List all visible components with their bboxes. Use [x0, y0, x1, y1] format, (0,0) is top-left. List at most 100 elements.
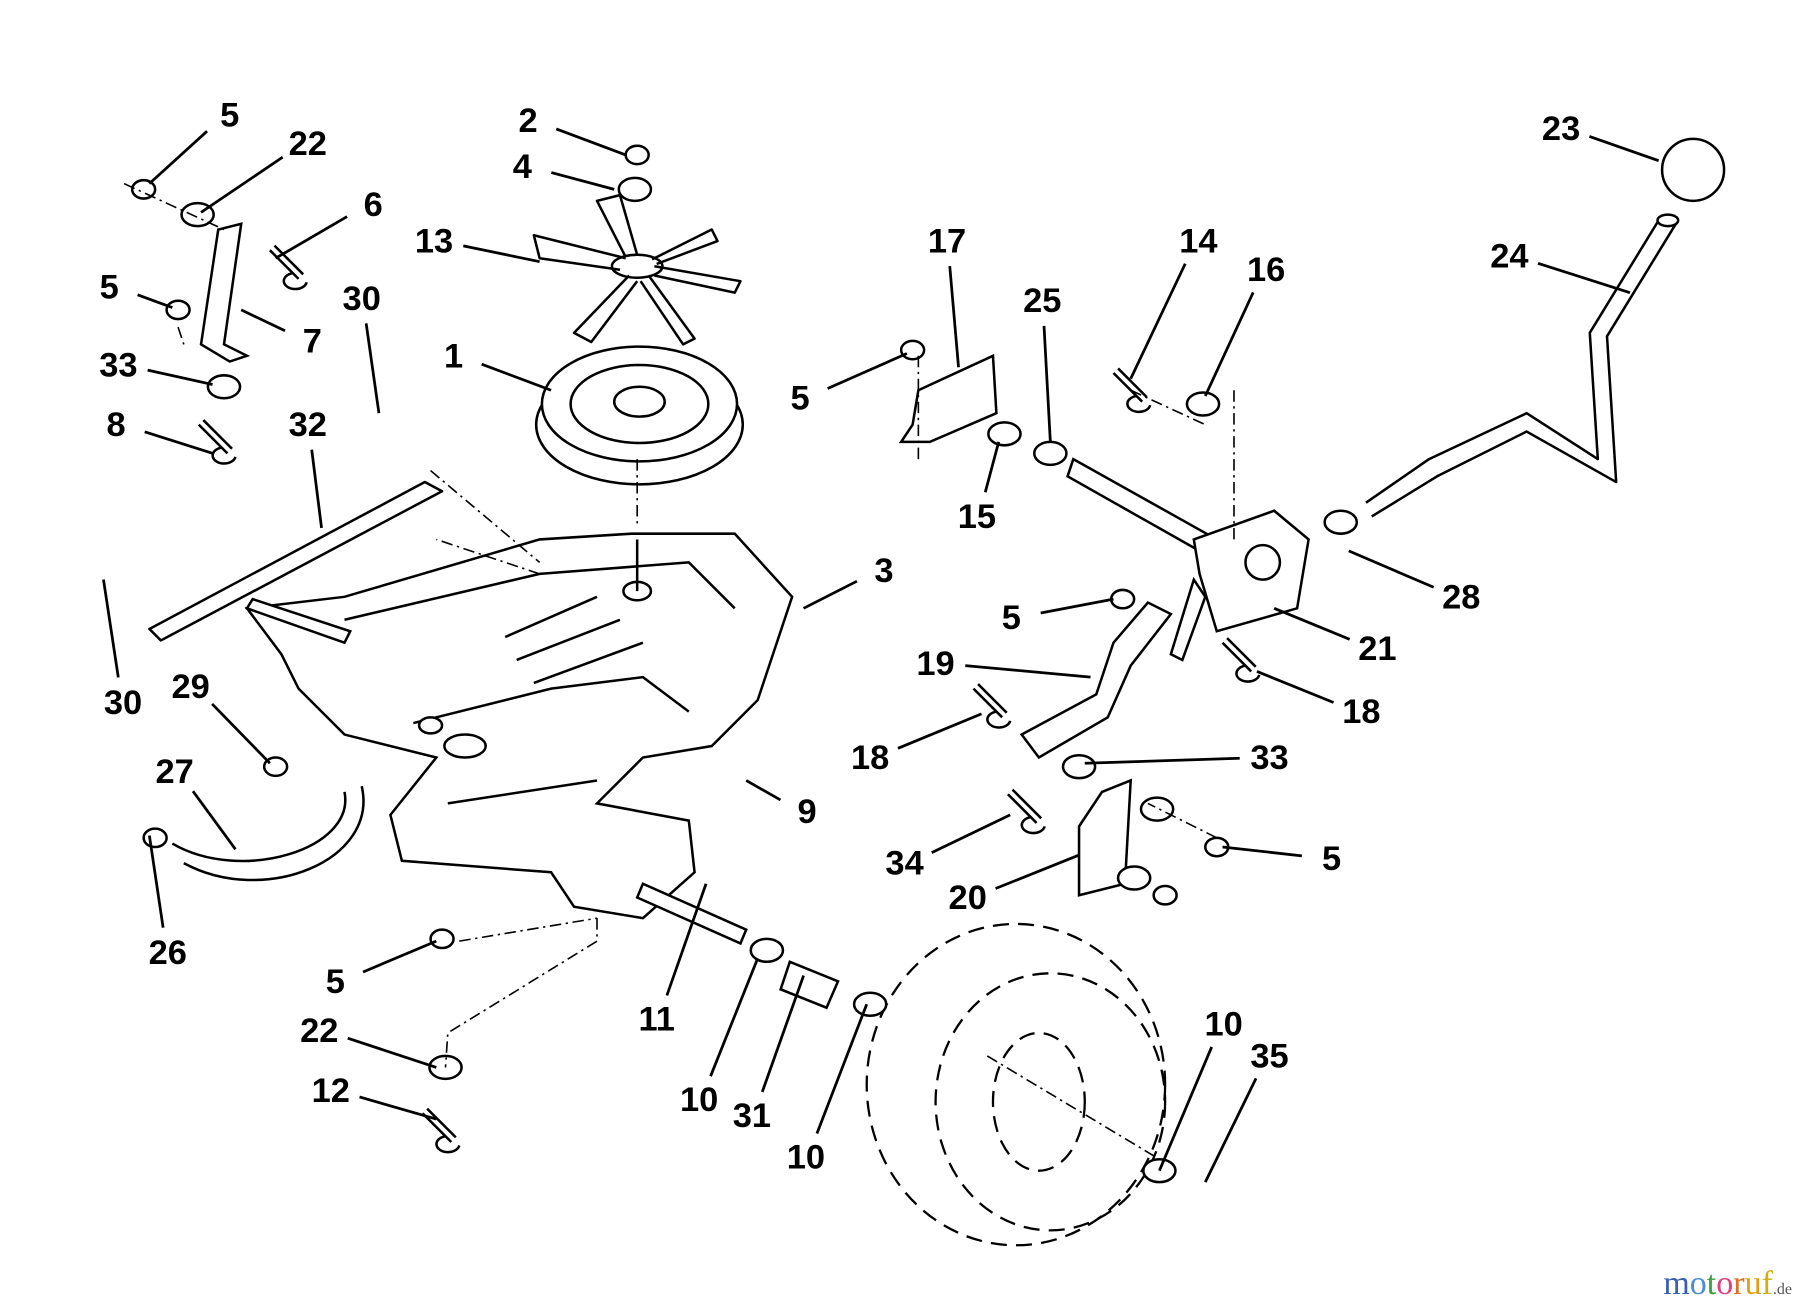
leader-line: [1042, 325, 1052, 442]
transaxle-part: [244, 532, 794, 946]
washer-part: [1185, 391, 1221, 417]
washer-part: [987, 421, 1022, 447]
leader-line: [310, 449, 323, 529]
washer-part: [1116, 865, 1152, 891]
bracket-20-part: [1077, 778, 1133, 897]
callout-label-23: 23: [1542, 110, 1580, 148]
callout-label-18: 18: [1342, 693, 1380, 731]
rod-32-part: [148, 480, 444, 642]
leader-line: [102, 579, 120, 678]
callout-label-28: 28: [1442, 578, 1480, 616]
washer-part: [617, 176, 653, 203]
leader-line: [147, 368, 213, 386]
leader-line: [1588, 135, 1660, 162]
leader-line: [1348, 549, 1435, 589]
leader-line: [347, 1036, 437, 1069]
leader-line: [1204, 291, 1255, 397]
callout-label-14: 14: [1179, 223, 1217, 261]
callout-label-24: 24: [1490, 237, 1528, 275]
callout-label-22: 22: [300, 1012, 338, 1050]
washer-part: [1033, 440, 1068, 467]
leader-line: [1256, 670, 1335, 704]
callout-label-21: 21: [1358, 630, 1396, 668]
callout-label-27: 27: [155, 753, 193, 791]
leader-line: [200, 156, 284, 214]
washer-part: [1061, 753, 1097, 780]
callout-label-11: 11: [638, 1001, 674, 1039]
leader-line: [550, 171, 615, 191]
leader-line: [274, 215, 348, 260]
callout-label-15: 15: [958, 498, 996, 536]
callout-label-30: 30: [104, 684, 142, 722]
leader-line: [1222, 845, 1303, 858]
callout-label-5: 5: [326, 963, 345, 1001]
washer-part: [749, 937, 785, 964]
leader-line: [827, 352, 908, 390]
callout-label-17: 17: [928, 223, 966, 261]
assembly-lines: [123, 182, 1235, 1068]
bar-7-part: [199, 222, 251, 363]
motoruf-watermark-logo: motoruf.de: [1663, 1265, 1792, 1303]
leader-line: [948, 266, 960, 368]
watermark-letter: r: [1733, 1265, 1745, 1302]
callout-label-34: 34: [885, 845, 923, 883]
nut-part: [429, 928, 455, 950]
callout-label-29: 29: [172, 668, 210, 706]
nut-part: [1152, 884, 1178, 906]
leader-line: [481, 362, 552, 392]
leader-line: [362, 939, 437, 974]
hardware-parts: [130, 144, 1359, 1184]
callout-label-6: 6: [364, 186, 383, 224]
callout-label-5: 5: [100, 268, 119, 306]
leader-line: [931, 813, 1011, 854]
leader-line: [240, 308, 286, 333]
callout-label-10: 10: [680, 1081, 718, 1119]
leader-line: [148, 835, 165, 928]
bolt-part: [197, 419, 237, 465]
callout-label-35: 35: [1250, 1037, 1288, 1075]
leader-line: [148, 130, 208, 185]
bolt-part: [421, 1107, 461, 1154]
leader-line: [1204, 1077, 1258, 1183]
washer-part: [1142, 1157, 1177, 1184]
callout-label-7: 7: [303, 322, 322, 360]
leader-lines: [102, 127, 1660, 1183]
bolt-part: [1006, 788, 1046, 835]
callout-label-22: 22: [289, 125, 327, 163]
leader-line: [995, 853, 1080, 890]
nut-part: [899, 339, 926, 361]
wheel-part: [865, 922, 1167, 1247]
leader-line: [1273, 607, 1351, 641]
leader-line: [1158, 1046, 1213, 1172]
callout-label-16: 16: [1247, 251, 1285, 289]
watermark-letter: m: [1663, 1265, 1690, 1302]
callout-label-12: 12: [312, 1072, 350, 1110]
callout-label-5: 5: [1322, 840, 1341, 878]
callout-label-5: 5: [791, 380, 810, 418]
watermark-letter: t: [1706, 1265, 1717, 1302]
callout-label-10: 10: [1205, 1005, 1243, 1043]
watermark-letter: f: [1761, 1265, 1773, 1302]
leader-line: [364, 323, 381, 414]
callout-label-19: 19: [916, 645, 954, 683]
nut-part: [130, 178, 157, 200]
shift-lever-part: [1365, 137, 1726, 518]
callout-label-1: 1: [444, 337, 463, 375]
washer-part: [1323, 509, 1359, 535]
nut-part: [165, 299, 191, 321]
leader-line: [709, 957, 759, 1077]
parts-drawing: [123, 137, 1726, 1247]
leader-line: [144, 430, 213, 455]
leader-line: [1537, 261, 1631, 294]
callout-label-9: 9: [797, 793, 816, 831]
link-19-part: [1019, 600, 1173, 760]
callout-label-8: 8: [107, 406, 126, 444]
washer-part: [1139, 796, 1175, 822]
leader-line: [897, 712, 983, 750]
leader-line: [359, 1095, 437, 1121]
leader-line: [760, 975, 805, 1093]
hose-27-part: [171, 785, 365, 882]
callout-label-30: 30: [343, 280, 381, 318]
